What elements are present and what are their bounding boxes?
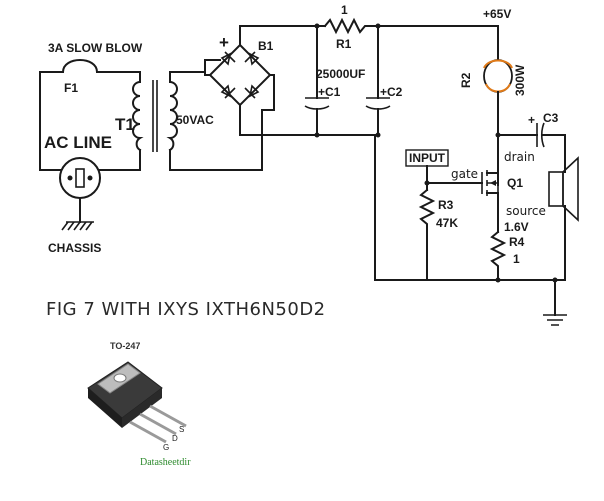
- chassis-label: CHASSIS: [48, 241, 101, 255]
- r3-value-label: 47K: [436, 216, 458, 230]
- filter-section: [304, 17, 556, 316]
- r4-label: R4: [509, 235, 525, 249]
- fuse-symbol: [61, 59, 99, 74]
- fuse-rating-label: 3A SLOW BLOW: [48, 41, 143, 55]
- watermark-label: Datasheetdir: [140, 457, 191, 468]
- ac-line-plug: [59, 157, 101, 199]
- pin-g-label: G: [163, 443, 169, 452]
- pin-s-label: S: [179, 425, 184, 434]
- gate-label: gate: [451, 167, 478, 181]
- circuit-ground-symbol: [543, 314, 567, 326]
- fuse-label: F1: [64, 81, 78, 95]
- bridge-rectifier-b1: [204, 25, 379, 136]
- cap-value-label: 25000UF: [316, 67, 365, 81]
- c3-label: +: [528, 113, 535, 127]
- transformer-label: T1: [115, 115, 135, 134]
- source-label: source: [506, 204, 546, 218]
- mains-input-circuit: [39, 59, 141, 231]
- input-label: INPUT: [409, 151, 446, 165]
- to247-package-illustration: TO-247 S D G Datasheetdir: [87, 341, 191, 468]
- r1-value-label: 1: [341, 3, 348, 17]
- bulb-load-r2: [483, 59, 513, 186]
- resistor-r4: [489, 209, 507, 281]
- pin-d-label: D: [172, 434, 178, 443]
- mosfet-q1: [426, 159, 499, 211]
- package-label: TO-247: [110, 341, 140, 351]
- c2-label: +C2: [380, 85, 403, 99]
- transformer-t1: [132, 59, 263, 171]
- bridge-plus-label: +: [219, 33, 229, 52]
- secondary-voltage-label: 50VAC: [176, 113, 214, 127]
- figure-caption: FIG 7 WITH IXYS IXTH6N50D2: [46, 299, 326, 320]
- supply-voltage-label: +65V: [483, 7, 511, 21]
- r3-label: R3: [438, 198, 454, 212]
- c1-label: +C1: [318, 85, 341, 99]
- input-network: [405, 149, 449, 281]
- c2-name: C2: [387, 85, 403, 99]
- speaker-symbol: [548, 156, 579, 222]
- ac-line-label: AC LINE: [44, 133, 112, 152]
- q1-label: Q1: [507, 176, 523, 190]
- c3-name-label: C3: [543, 111, 559, 125]
- r1-label: R1: [336, 37, 352, 51]
- resistor-r1-symbol: [323, 17, 379, 35]
- r4-value-label: 1: [513, 252, 520, 266]
- r2-label: R2: [459, 72, 473, 88]
- resistor-r3-symbol: [418, 188, 436, 281]
- c1-name: C1: [325, 85, 341, 99]
- drain-label: drain: [504, 150, 535, 164]
- source-voltage-label: 1.6V: [504, 220, 529, 234]
- junction-dots: [314, 23, 558, 283]
- output-coupling: [497, 122, 579, 281]
- chassis-ground-symbol: [61, 197, 94, 231]
- bridge-label: B1: [258, 39, 274, 53]
- r2-value-label: 300W: [513, 64, 527, 96]
